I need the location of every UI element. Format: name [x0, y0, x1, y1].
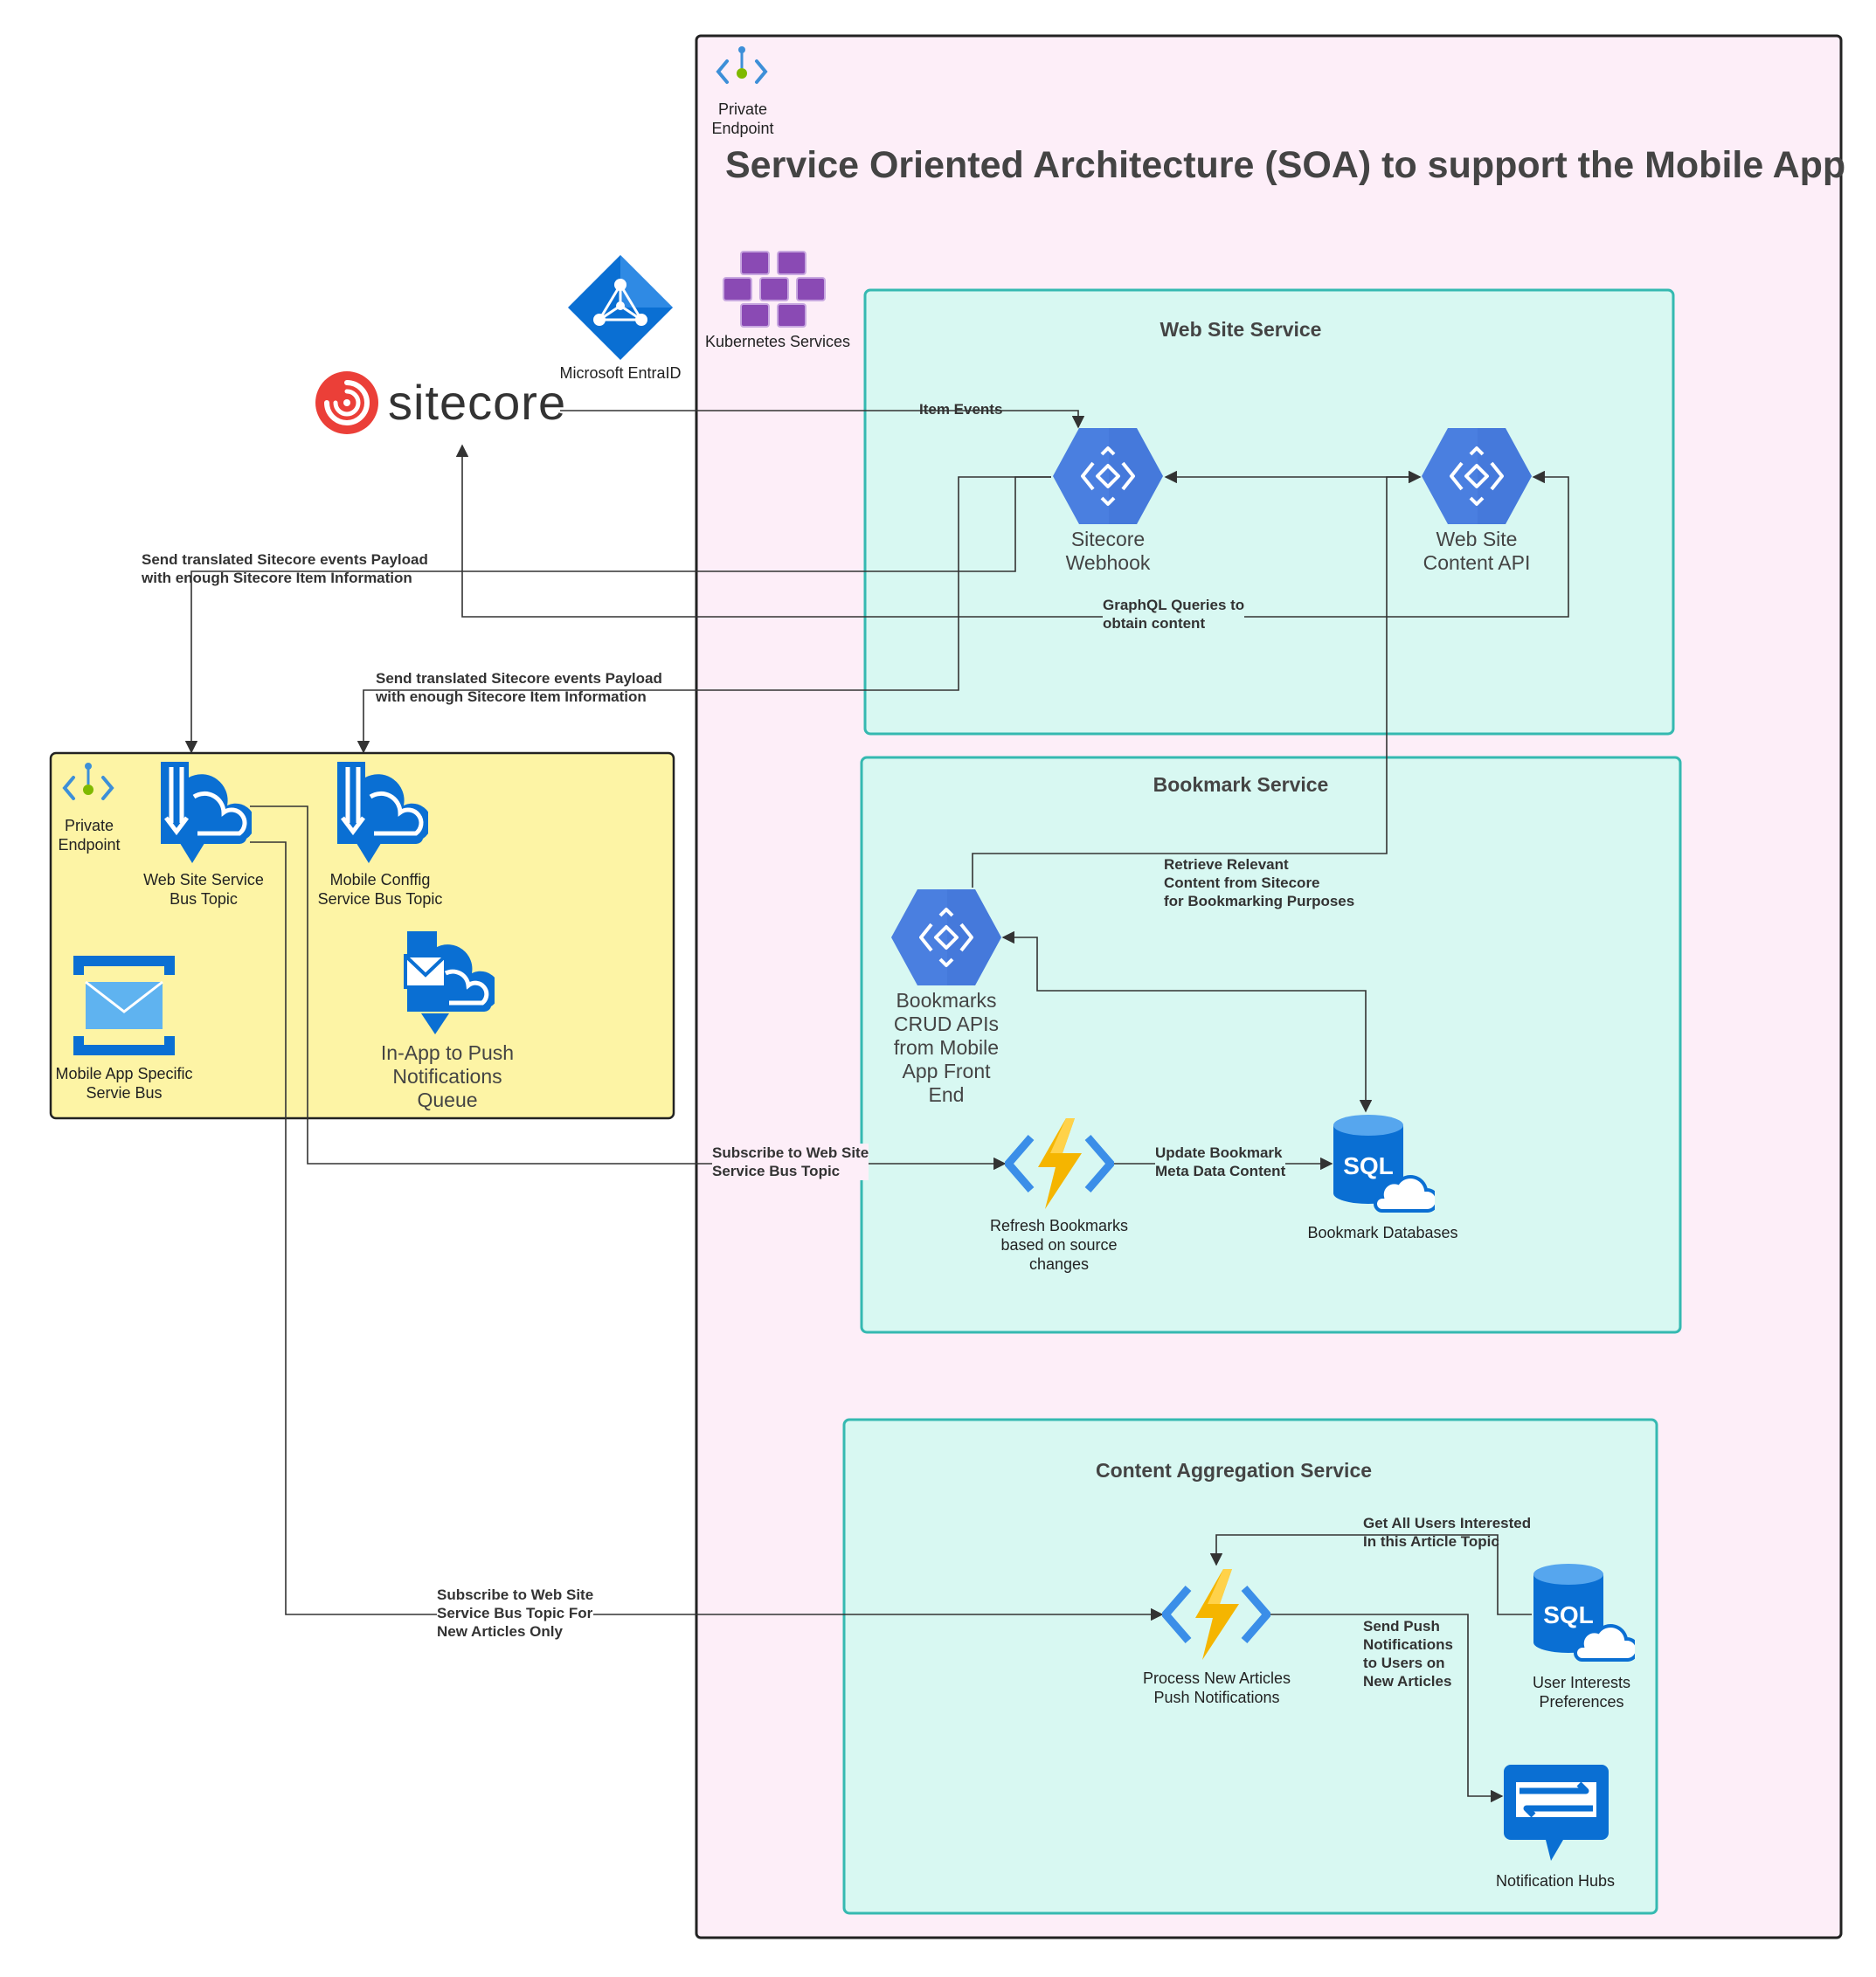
- user-interests-database-icon[interactable]: SQL: [1532, 1562, 1639, 1665]
- edge-crud-db: [1001, 930, 1373, 1113]
- bus-private-endpoint-label: Private Endpoint: [58, 817, 121, 854]
- edge-retrieve: [972, 470, 1422, 888]
- website-service-container: [863, 288, 1675, 736]
- private-endpoint-label: Private Endpoint: [711, 100, 774, 137]
- edge-get-users: [1209, 1534, 1532, 1615]
- website-bus-topic-label: Web Site Service Bus Topic: [143, 871, 264, 908]
- aggregation-service-container: [842, 1418, 1658, 1915]
- website-content-api-icon[interactable]: [1420, 426, 1533, 526]
- notification-hubs-icon[interactable]: [1502, 1761, 1610, 1864]
- entra-id-icon: [566, 253, 675, 362]
- process-new-articles-function-icon[interactable]: [1161, 1567, 1271, 1662]
- website-bus-topic-icon[interactable]: [156, 760, 255, 865]
- kubernetes-icon: [722, 250, 832, 328]
- page-title: Service Oriented Architecture (SOA) to s…: [725, 144, 1846, 186]
- edge-label-subscribe-new: Subscribe to Web Site Service Bus Topic …: [437, 1586, 594, 1641]
- bookmarks-crud-label: Bookmarks CRUD APIs from Mobile App Fron…: [893, 989, 1000, 1106]
- entra-id-label: Microsoft EntraID: [559, 364, 682, 382]
- website-service-title: Web Site Service: [1160, 318, 1322, 341]
- process-new-articles-label: Process New Articles Push Notifications: [1142, 1669, 1291, 1706]
- bookmark-database-label: Bookmark Databases: [1307, 1224, 1458, 1241]
- edge-label-update-bookmark: Update Bookmark Meta Data Content: [1155, 1144, 1286, 1180]
- sitecore-logo-text: sitecore: [388, 375, 567, 430]
- edge-graphql: [455, 444, 1569, 618]
- edge-label-send-translated-2: Send translated Sitecore events Payload …: [376, 670, 662, 705]
- bookmark-database-icon[interactable]: SQL: [1332, 1113, 1439, 1216]
- mobile-service-bus-label: Mobile App Specific Servie Bus: [55, 1065, 193, 1102]
- push-notifications-queue-icon[interactable]: [402, 930, 500, 1036]
- website-content-api-label: Web Site Content API: [1423, 528, 1531, 574]
- sitecore-webhook-icon[interactable]: [1051, 426, 1165, 526]
- edge-label-retrieve: Retrieve Relevant Content from Sitecore …: [1164, 856, 1355, 909]
- edge-label-subscribe-ws: Subscribe to Web Site Service Bus Topic: [712, 1144, 869, 1180]
- aggregation-service-title: Content Aggregation Service: [1095, 1459, 1373, 1482]
- bus-private-endpoint-icon: [61, 762, 115, 811]
- edge-label-item-events: Item Events: [919, 401, 1003, 418]
- sitecore-logo-icon: [315, 370, 379, 435]
- refresh-bookmarks-label: Refresh Bookmarks based on source change…: [989, 1217, 1129, 1273]
- edge-send-push: [1269, 1614, 1504, 1803]
- bookmark-service-title: Bookmark Service: [1153, 773, 1329, 796]
- mobile-config-bus-topic-label: Mobile Conffig Service Bus Topic: [317, 871, 443, 908]
- edge-item-events: [560, 410, 1085, 429]
- push-notifications-queue-label: In-App to Push Notifications Queue: [380, 1041, 515, 1111]
- edge-label-send-push: Send Push Notifications to Users on New …: [1363, 1618, 1453, 1690]
- edge-subscribe-new: [250, 841, 1164, 1621]
- mobile-service-bus-icon[interactable]: [72, 954, 177, 1057]
- user-interests-label: User Interests Preferences: [1532, 1674, 1631, 1711]
- private-endpoint-icon: [715, 45, 769, 94]
- edge-label-graphql: GraphQL Queries to obtain content: [1103, 596, 1245, 633]
- bookmark-db-sql-text: SQL: [1343, 1152, 1394, 1179]
- user-interests-sql-text: SQL: [1543, 1601, 1594, 1628]
- edge-label-get-users: Get All Users Interested In this Article…: [1363, 1515, 1532, 1550]
- sitecore-webhook-label: Sitecore Webhook: [1065, 528, 1151, 574]
- bookmarks-crud-icon[interactable]: [890, 888, 1003, 987]
- mobile-config-bus-topic-icon[interactable]: [332, 760, 432, 865]
- kubernetes-label: Kubernetes Services: [704, 333, 851, 350]
- notification-hubs-label: Notification Hubs: [1495, 1872, 1616, 1890]
- edge-subscribe-ws: [250, 805, 1007, 1171]
- refresh-bookmarks-function-icon[interactable]: [1004, 1116, 1115, 1211]
- edge-label-send-translated-1: Send translated Sitecore events Payload …: [142, 551, 428, 586]
